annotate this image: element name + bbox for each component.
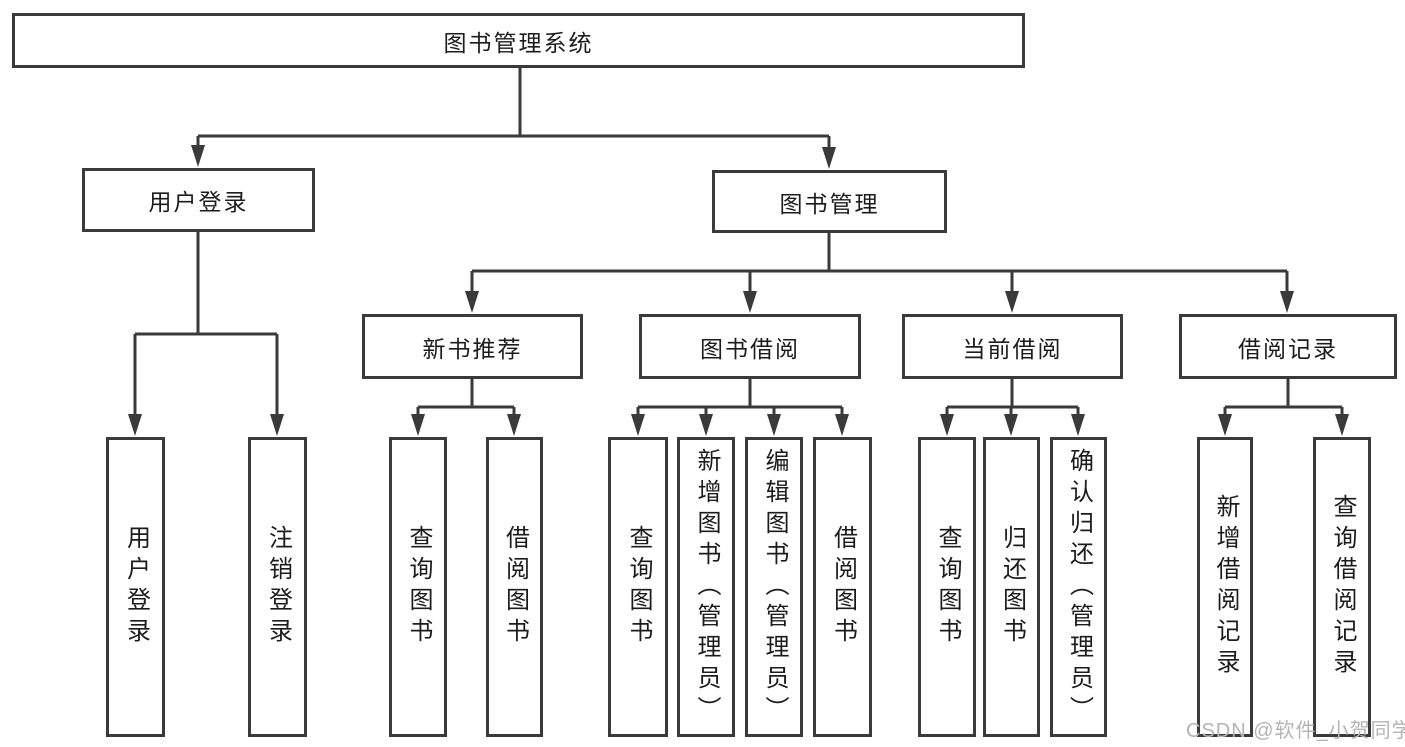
leaf-br-query-record: 查询借阅记录 bbox=[1313, 437, 1371, 737]
leaf-cb-return-book: 归还图书 bbox=[983, 437, 1040, 737]
leaf-logout-login: 注销登录 bbox=[248, 437, 307, 737]
leaf-br-query-record-label: 查询借阅记录 bbox=[1329, 494, 1356, 680]
leaf-logout-login-label: 注销登录 bbox=[264, 525, 292, 649]
leaf-br-add-record: 新增借阅记录 bbox=[1197, 437, 1253, 737]
node-book-borrowing: 图书借阅 bbox=[639, 314, 861, 379]
leaf-user-login-label: 用户登录 bbox=[122, 525, 150, 649]
leaf-cb-query-book: 查询图书 bbox=[918, 437, 976, 737]
leaf-bb-borrow-book-label: 借阅图书 bbox=[829, 525, 857, 649]
node-root-label: 图书管理系统 bbox=[443, 29, 594, 56]
leaf-br-add-record-label: 新增借阅记录 bbox=[1212, 494, 1239, 680]
node-book-management: 图书管理 bbox=[712, 170, 947, 233]
leaf-bb-borrow-book: 借阅图书 bbox=[813, 437, 872, 737]
leaf-cb-return-book-label: 归还图书 bbox=[998, 525, 1026, 649]
leaf-bb-add-book-admin: 新增图书（管理员） bbox=[677, 437, 735, 737]
leaf-user-login: 用户登录 bbox=[106, 437, 165, 737]
leaf-nbr-borrow-book: 借阅图书 bbox=[486, 437, 543, 737]
node-book-borrowing-label: 图书借阅 bbox=[700, 335, 800, 362]
leaf-bb-add-book-admin-label: 新增图书（管理员） bbox=[693, 447, 720, 727]
node-new-book-recommendation-label: 新书推荐 bbox=[422, 335, 523, 362]
node-current-borrowing-label: 当前借阅 bbox=[962, 335, 1063, 362]
leaf-nbr-query-book: 查询图书 bbox=[389, 437, 447, 737]
node-book-management-label: 图书管理 bbox=[779, 190, 880, 217]
node-current-borrowing: 当前借阅 bbox=[902, 314, 1123, 379]
leaf-cb-confirm-return-admin-label: 确认归还（管理员） bbox=[1065, 447, 1093, 727]
leaf-cb-query-book-label: 查询图书 bbox=[934, 525, 961, 649]
leaf-bb-query-book-label: 查询图书 bbox=[625, 525, 652, 649]
node-user-login-label: 用户登录 bbox=[148, 189, 249, 215]
leaf-bb-edit-book-admin-label: 编辑图书（管理员） bbox=[761, 447, 788, 727]
node-new-book-recommendation: 新书推荐 bbox=[362, 314, 583, 379]
leaf-nbr-borrow-book-label: 借阅图书 bbox=[501, 525, 529, 649]
node-root: 图书管理系统 bbox=[12, 13, 1025, 68]
leaf-nbr-query-book-label: 查询图书 bbox=[405, 525, 432, 649]
node-user-login: 用户登录 bbox=[82, 168, 315, 232]
node-borrowing-records-label: 借阅记录 bbox=[1238, 335, 1338, 362]
leaf-bb-query-book: 查询图书 bbox=[608, 437, 668, 737]
leaf-bb-edit-book-admin: 编辑图书（管理员） bbox=[745, 437, 803, 737]
node-borrowing-records: 借阅记录 bbox=[1179, 314, 1397, 379]
watermark-text: CSDN @软件_小贺同学 bbox=[1186, 720, 1405, 742]
leaf-cb-confirm-return-admin: 确认归还（管理员） bbox=[1050, 437, 1107, 737]
